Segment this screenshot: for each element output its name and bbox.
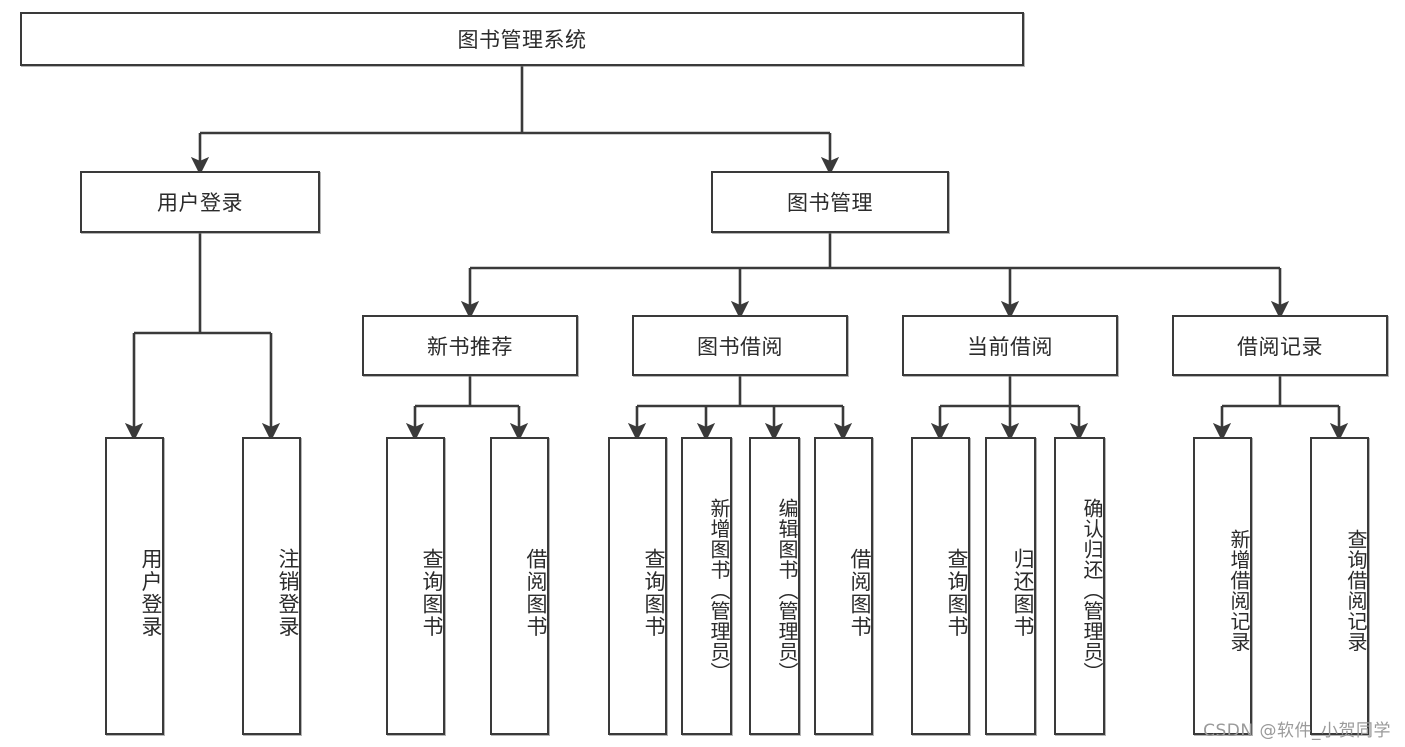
leaf-new-book-query[interactable]: 查询图书 [386,437,445,735]
node-root[interactable]: 图书管理系统 [20,12,1024,66]
node-current-borrow[interactable]: 当前借阅 [902,315,1118,376]
node-book-manage[interactable]: 图书管理 [711,171,949,233]
watermark-text: CSDN @软件_小贺同学 [1203,721,1391,741]
node-new-book-recommend[interactable]: 新书推荐 [362,315,578,376]
leaf-book-borrow-edit[interactable]: 编辑图书（管理员） [749,437,800,735]
leaf-current-borrow-return[interactable]: 归还图书 [985,437,1036,735]
node-user-login[interactable]: 用户登录 [80,171,320,233]
leaf-user-login-logout[interactable]: 注销登录 [242,437,301,735]
leaf-current-borrow-confirm[interactable]: 确认归还（管理员） [1054,437,1105,735]
leaf-user-login-login[interactable]: 用户登录 [105,437,164,735]
leaf-book-borrow-lend[interactable]: 借阅图书 [814,437,873,735]
leaf-book-borrow-query[interactable]: 查询图书 [608,437,667,735]
leaf-borrow-record-add[interactable]: 新增借阅记录 [1193,437,1252,735]
leaf-borrow-record-query[interactable]: 查询借阅记录 [1310,437,1369,735]
leaf-current-borrow-query[interactable]: 查询图书 [911,437,970,735]
leaf-book-borrow-add[interactable]: 新增图书（管理员） [681,437,732,735]
node-borrow-record[interactable]: 借阅记录 [1172,315,1388,376]
node-book-borrow[interactable]: 图书借阅 [632,315,848,376]
leaf-new-book-borrow[interactable]: 借阅图书 [490,437,549,735]
